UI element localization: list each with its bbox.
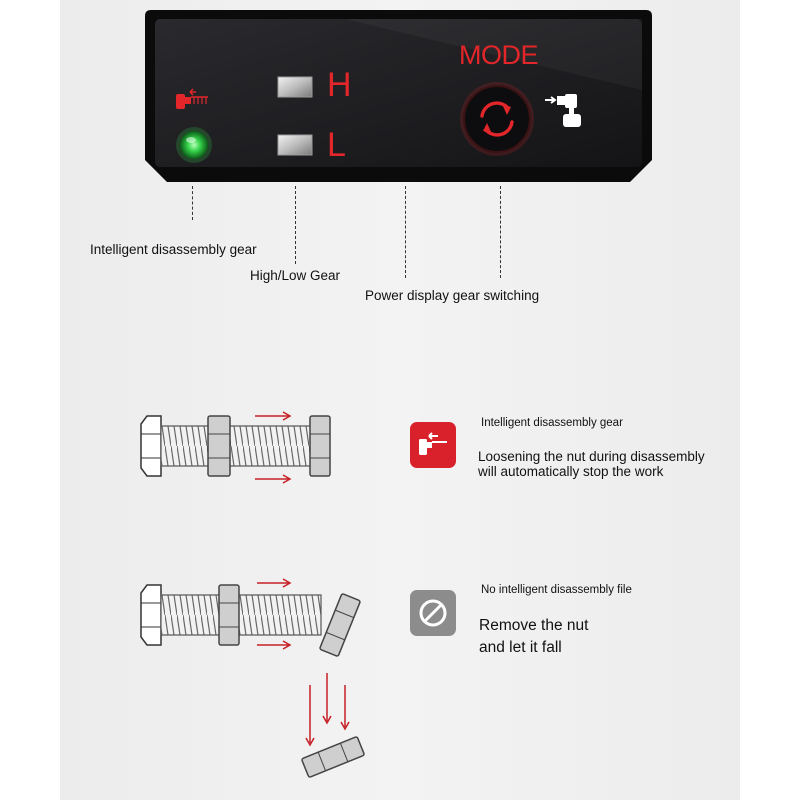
power-display-callout: Power display gear switching (365, 288, 540, 303)
feature-description: Remove the nut (479, 617, 589, 634)
low-gear-indicator (277, 134, 313, 156)
feature-description: and let it fall (479, 639, 562, 656)
high-low-gear-callout: High/Low Gear (250, 268, 341, 283)
unscrew-gear-icon (176, 88, 208, 109)
callout-line (192, 186, 193, 220)
intelligent-gear-callout: Intelligent disassembly gear (90, 242, 257, 257)
indicator-led-icon (176, 127, 212, 163)
feature-description: Loosening the nut during disassembly (478, 449, 705, 464)
bolt-nut-stop-diagram (140, 411, 331, 484)
low-gear-label: L (327, 126, 346, 164)
mode-label: MODE (459, 40, 539, 70)
feature-title: No intelligent disassembly file (481, 584, 632, 596)
feature-description: will automatically stop the work (478, 464, 664, 479)
callout-line (295, 186, 296, 264)
high-gear-indicator (277, 76, 313, 98)
high-gear-label: H (327, 66, 352, 104)
callout-line (405, 186, 406, 278)
feature-title: Intelligent disassembly gear (481, 417, 623, 429)
tighten-gear-icon (545, 94, 581, 127)
unscrew-gear-icon (410, 422, 456, 468)
prohibited-icon (410, 590, 456, 636)
mode-button[interactable] (458, 80, 536, 158)
callout-line (500, 186, 501, 278)
bolt-nut-fall-diagram (140, 578, 365, 778)
